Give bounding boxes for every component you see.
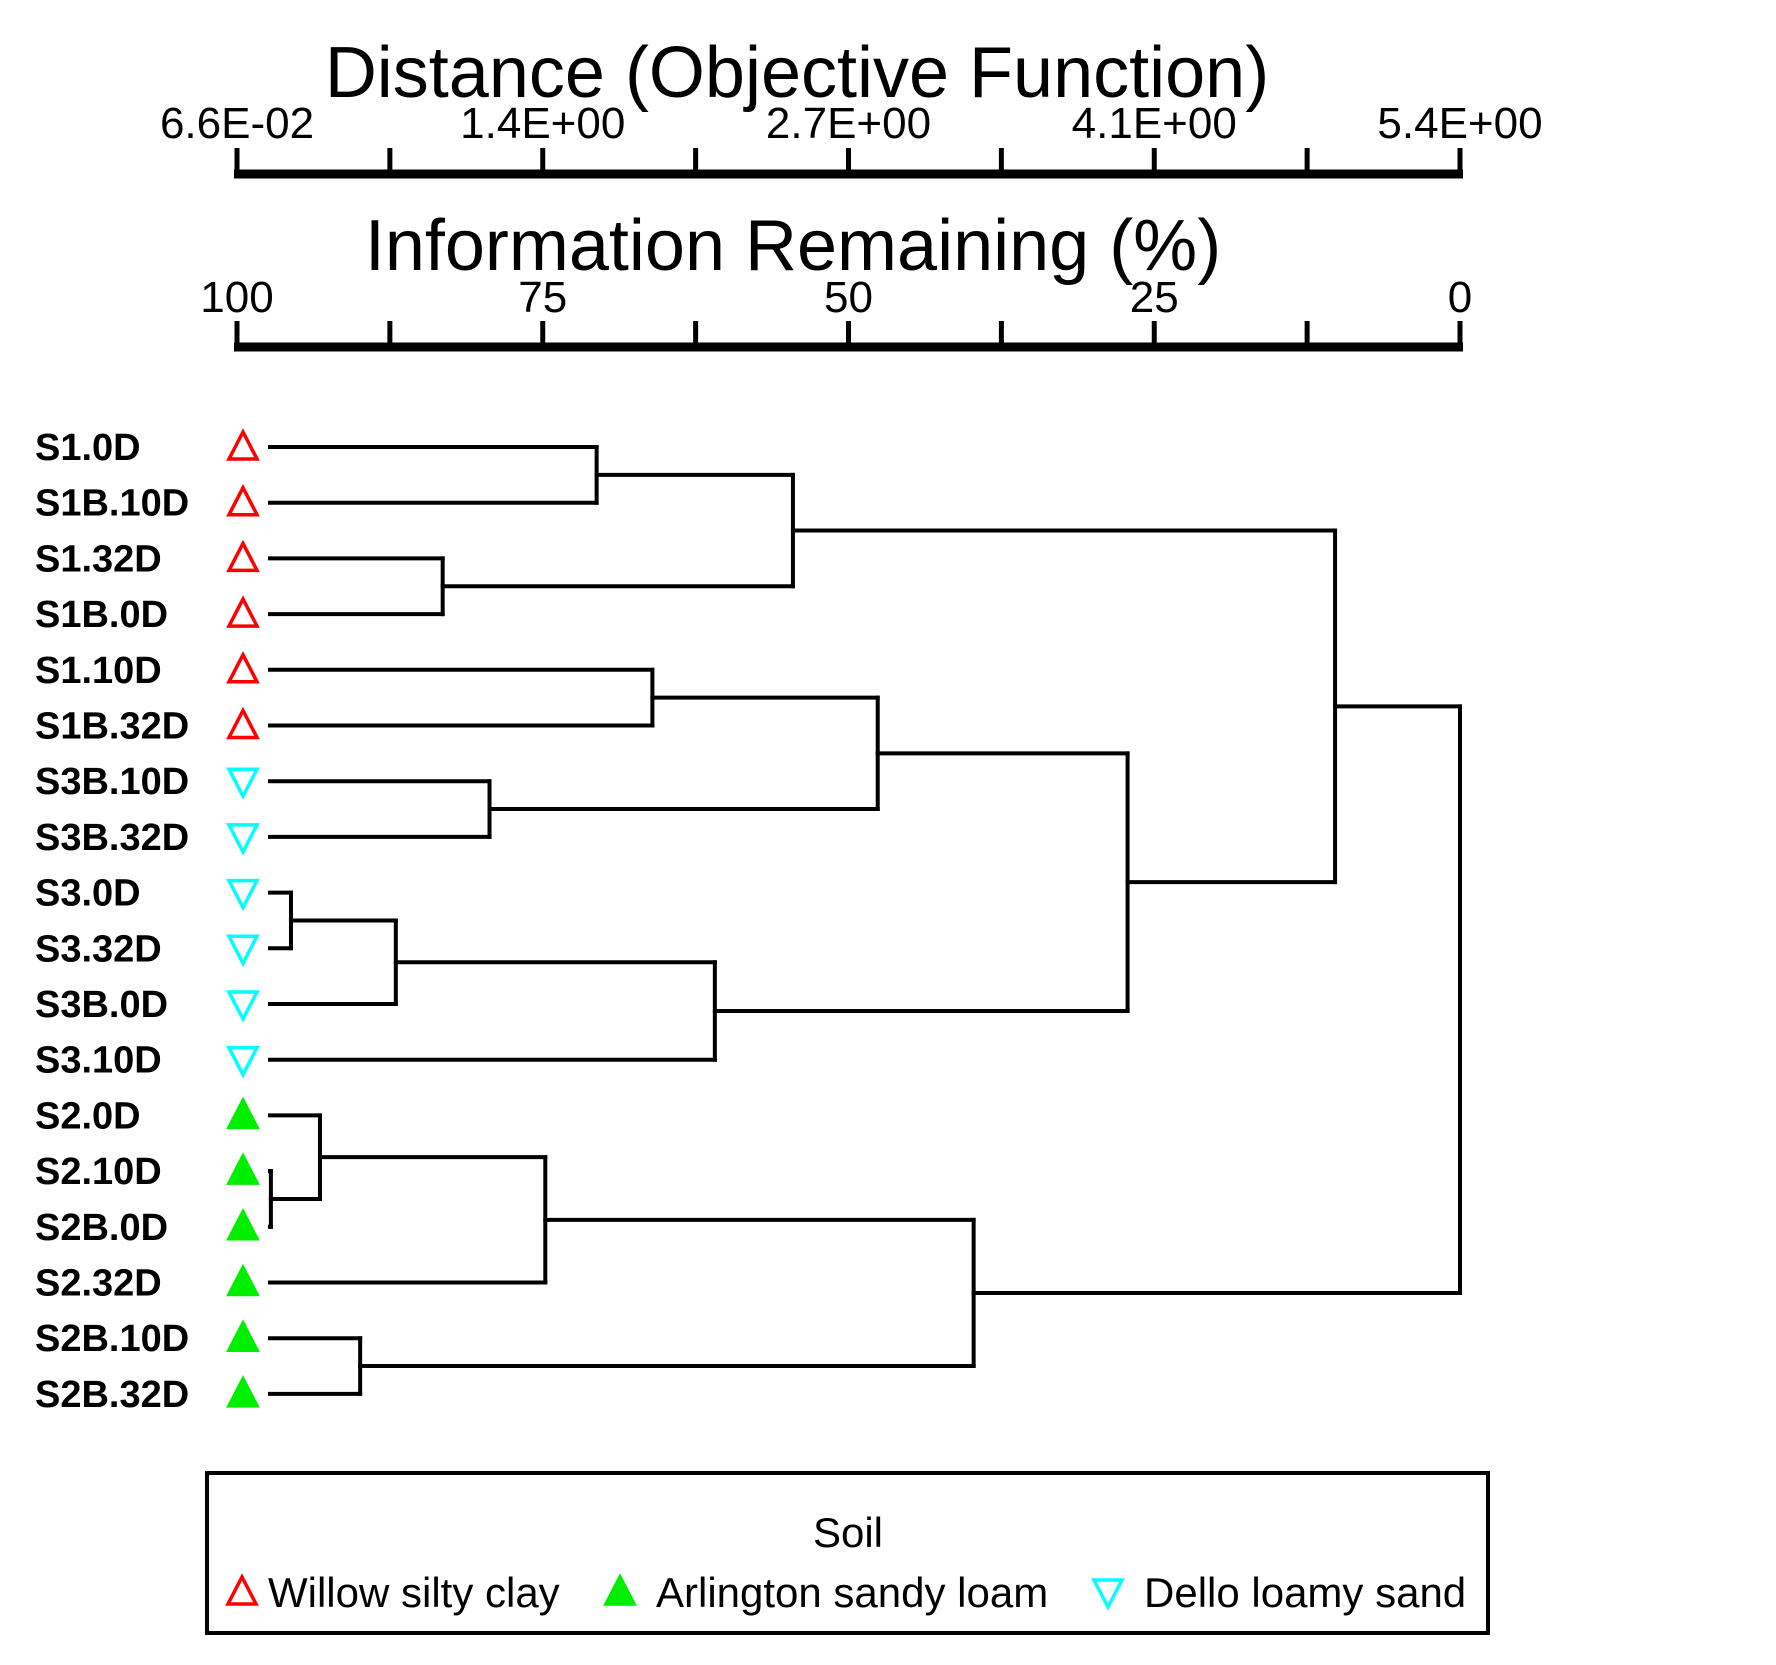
leaf-label: S1B.32D (35, 706, 189, 748)
triangle-down-open-icon (226, 934, 260, 968)
leaf-label: S2B.32D (35, 1374, 189, 1416)
legend-item-label: Dello loamy sand (1144, 1569, 1466, 1616)
axis-tick-label: 2.7E+00 (766, 99, 931, 148)
leaf-label: S3.0D (35, 873, 141, 915)
triangle-down-open-icon-legend (1091, 1578, 1125, 1611)
triangle-down-open-icon (226, 823, 260, 856)
info-axis-title: Information Remaining (%) (365, 206, 1221, 286)
axis-tick-label: 0 (1448, 273, 1472, 322)
leaf-label: S3B.32D (35, 817, 189, 859)
legend-box (205, 1471, 1490, 1635)
leaf-label: S1.10D (35, 650, 162, 692)
leaf-label: S3B.0D (35, 984, 168, 1026)
info-axis: 100 75 50 25 0 (200, 273, 1472, 352)
leaf-label: S1B.0D (35, 594, 168, 636)
triangle-up-filled-icon (226, 1375, 260, 1408)
triangle-up-filled-icon (226, 1263, 260, 1297)
leaf-label: S2B.10D (35, 1318, 189, 1360)
triangle-down-open-icon (226, 878, 260, 912)
triangle-up-open-icon (226, 539, 260, 573)
triangle-down-open-icon (226, 767, 260, 801)
triangle-up-open-icon-legend (225, 1573, 259, 1606)
axis-tick-label: 50 (824, 273, 873, 322)
legend-item-label: Willow silty clay (268, 1569, 560, 1616)
legend-items: Willow silty clay Arlington sandy loam Del… (225, 1569, 1466, 1616)
axis-tick-label: 1.4E+00 (460, 99, 625, 148)
distance-axis: 6.6E-02 1.4E+00 2.7E+00 4.1E+00 5.4E+00 (160, 99, 1543, 179)
triangle-up-filled-icon (226, 1096, 260, 1130)
triangle-down-open-icon (226, 990, 260, 1023)
triangle-up-open-icon (226, 595, 260, 628)
triangle-down-open-icon (226, 1045, 260, 1079)
legend: Soil Willow silty clay Arlington sandy lo… (205, 1471, 1490, 1635)
triangle-up-open-icon (226, 650, 260, 684)
triangle-up-filled-icon-legend (603, 1573, 637, 1606)
legend-item-label: Arlington sandy loam (656, 1569, 1048, 1616)
triangle-up-open-icon (226, 428, 260, 461)
triangle-up-filled-icon (226, 1319, 260, 1352)
leaf-label: S1B.10D (35, 483, 189, 525)
axis-tick-label: 25 (1130, 273, 1179, 322)
leaf-label: S1.0D (35, 427, 141, 469)
leaf-label: S2.32D (35, 1263, 162, 1305)
leaf-label: S3.32D (35, 928, 162, 970)
leaf-label: S3.10D (35, 1040, 162, 1082)
triangle-up-filled-icon (226, 1207, 260, 1241)
axis-tick-label: 100 (200, 273, 273, 322)
axis-tick-label: 75 (518, 273, 567, 322)
leaf-label: S2.10D (35, 1151, 162, 1193)
distance-axis-title: Distance (Objective Function) (325, 33, 1269, 113)
axis-tick-label: 5.4E+00 (1377, 99, 1542, 148)
legend-title: Soil (813, 1509, 883, 1556)
leaf-row-labels: S1.0D S1B.10D S1.32D S1B.0D S1.10D S1B.32D S3B… (35, 427, 260, 1416)
axis-tick-label: 6.6E-02 (160, 99, 314, 148)
leaf-label: S1.32D (35, 538, 162, 580)
axis-tick-label: 4.1E+00 (1072, 99, 1237, 148)
leaf-label: S2B.0D (35, 1207, 168, 1249)
dendrogram-tree (268, 445, 1462, 1396)
leaf-label: S3B.10D (35, 761, 189, 803)
triangle-up-open-icon (226, 483, 260, 517)
leaf-label: S2.0D (35, 1095, 141, 1137)
triangle-up-filled-icon (226, 1152, 260, 1185)
triangle-up-open-icon (226, 706, 260, 740)
